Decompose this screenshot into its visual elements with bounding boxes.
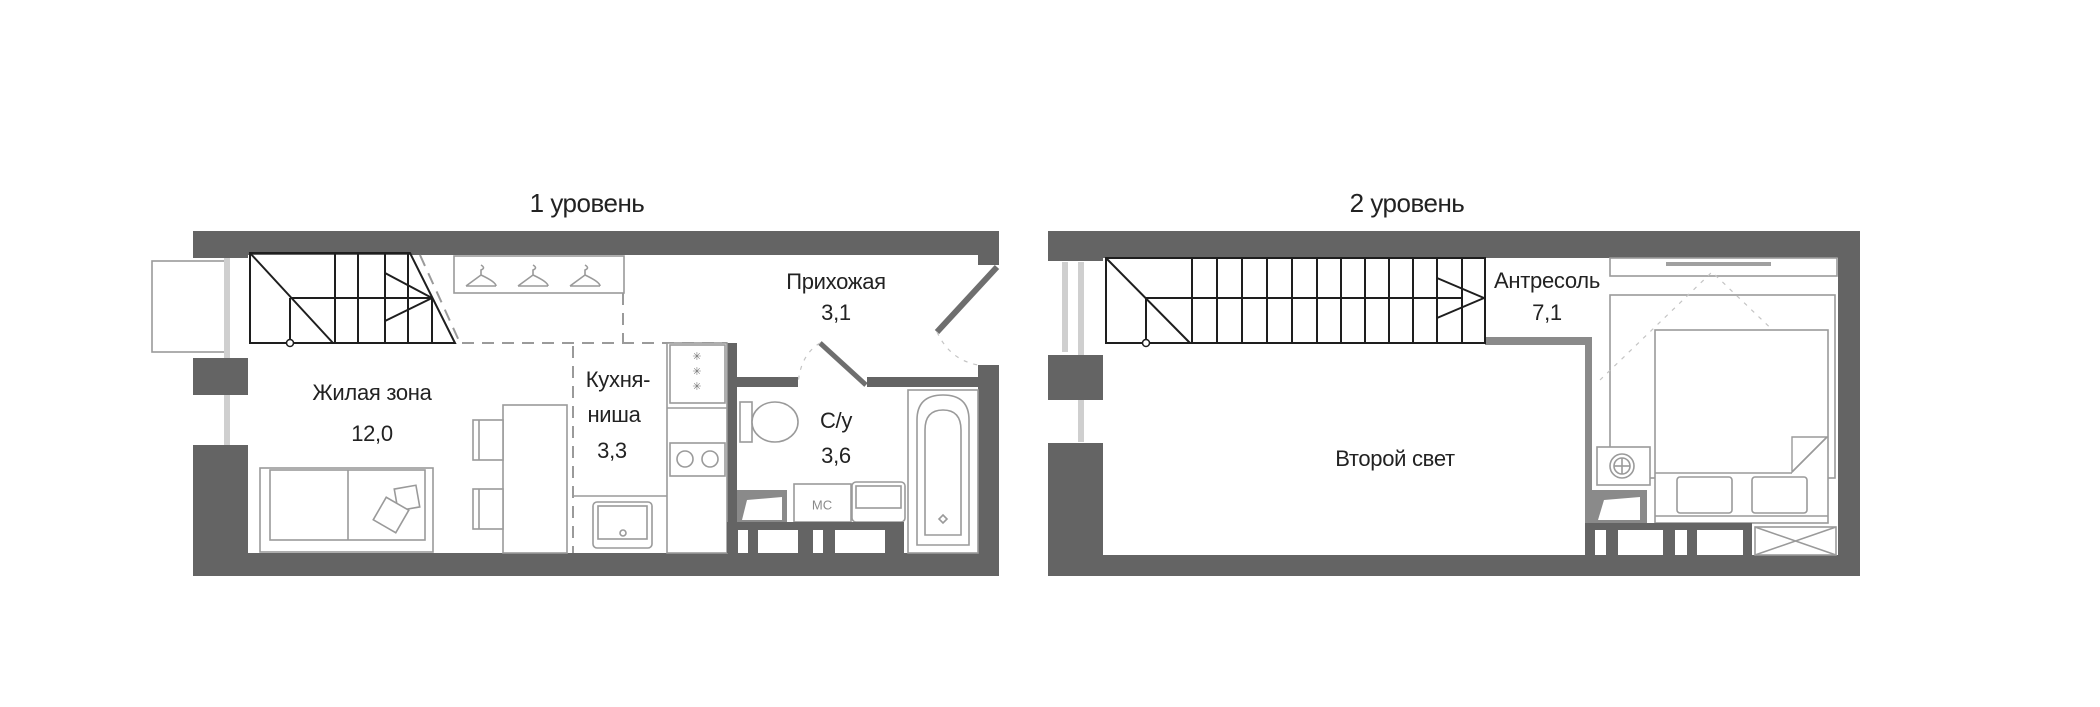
toilet-tank-icon [739,401,753,443]
entry-door-icon [934,264,1000,335]
bathroom-fixtures [727,389,979,554]
svg-text:✳: ✳ [692,366,701,378]
level-1-title: 1 уровень [529,188,645,218]
nightstand-lamp-icon [1596,446,1651,486]
bath-sink-icon [851,481,906,523]
room-double-height-name: Второй свет [1335,446,1455,471]
tv-shelf-icon [1609,257,1838,277]
staircase-icon [1105,257,1486,348]
bed-icon [1654,329,1829,524]
room-kitchen-name-line2: ниша [587,402,641,427]
svg-text:✳: ✳ [692,351,701,363]
cooktop-icon [669,442,726,477]
room-mezzanine-name: Антресоль [1494,268,1600,293]
kitchen-sink-icon [592,501,653,549]
wall-pier-level1 [193,358,248,395]
mezzanine-railing [1485,337,1592,345]
room-hallway-area: 3,1 [821,300,851,325]
room-bathroom-name: С/у [819,408,853,433]
staircase-icon [249,252,461,348]
level-2-plan [1048,231,1860,576]
ventilation-box-icon [1754,526,1837,556]
room-bathroom-area: 3,6 [821,443,851,468]
sofa-icon [259,467,434,553]
wardrobe-hangers-icon [453,255,625,294]
svg-text:✳: ✳ [692,381,701,393]
shaft-label: МС [811,497,833,513]
room-living-name: Жилая зона [312,380,432,405]
bathtub-icon [907,389,979,554]
dining-table-icon [472,404,568,554]
wall-top-level1 [193,231,999,255]
room-mezzanine-area: 7,1 [1532,300,1562,325]
kitchen-counter-icon: ✳ ✳ ✳ [573,342,728,554]
stove-icon [669,344,726,404]
wall-bottom-level1 [193,553,999,576]
room-kitchen-area: 3,3 [597,438,627,463]
wall-top-level2 [1048,231,1860,258]
toilet-icon [751,401,799,443]
level-1-plan: ✳ ✳ ✳ [151,231,1000,576]
bathroom-door-icon [818,341,868,387]
shaft-box [793,483,852,523]
tv-icon [1666,262,1771,266]
wall-pier-level2 [1048,355,1103,400]
room-hallway-name: Прихожая [786,269,886,294]
room-living-area: 12,0 [351,421,393,446]
room-kitchen-name-line1: Кухня- [585,367,651,392]
level-2-title: 2 уровень [1349,188,1465,218]
wall-bottom-level2 [1048,555,1860,576]
window-box-icon [151,260,226,353]
